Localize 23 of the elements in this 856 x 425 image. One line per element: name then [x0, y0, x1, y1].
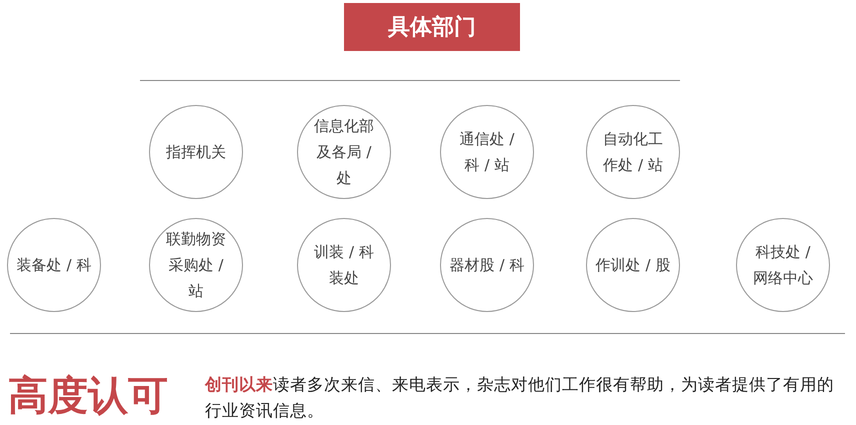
department-circle [297, 218, 391, 312]
department-name: 训装 / 科装处 [314, 242, 374, 289]
heading-text: 高度认可 [8, 372, 168, 421]
department-name: 作训处 / 股 [596, 255, 670, 276]
department-name: 联勤物资采购处 / 站 [165, 229, 227, 302]
department-circle [297, 105, 391, 199]
title-banner: 具体部门 [344, 3, 520, 51]
department-circle [149, 218, 243, 312]
department-name: 装备处 / 科 [16, 255, 92, 276]
department-circle [736, 218, 830, 312]
description-paragraph: 创刊以来读者多次来信、来电表示，杂志对他们工作很有帮助，为读者提供了有用的行业资讯信息。 [205, 374, 835, 422]
department-circle [440, 105, 534, 199]
department-name: 器材股 / 科 [450, 255, 524, 276]
department-name: 通信处 / 科 / 站 [458, 129, 516, 176]
department-circle [586, 218, 680, 312]
department-name: 自动化工作处 / 站 [602, 129, 664, 176]
department-name: 科技处 / 网络中心 [752, 242, 814, 289]
department-circle [586, 105, 680, 199]
department-circle [7, 218, 101, 312]
department-circle [149, 105, 243, 199]
department-name: 指挥机关 [166, 142, 226, 163]
department-circle [440, 218, 534, 312]
department-name: 信息化部及各局 / 处 [313, 116, 375, 189]
